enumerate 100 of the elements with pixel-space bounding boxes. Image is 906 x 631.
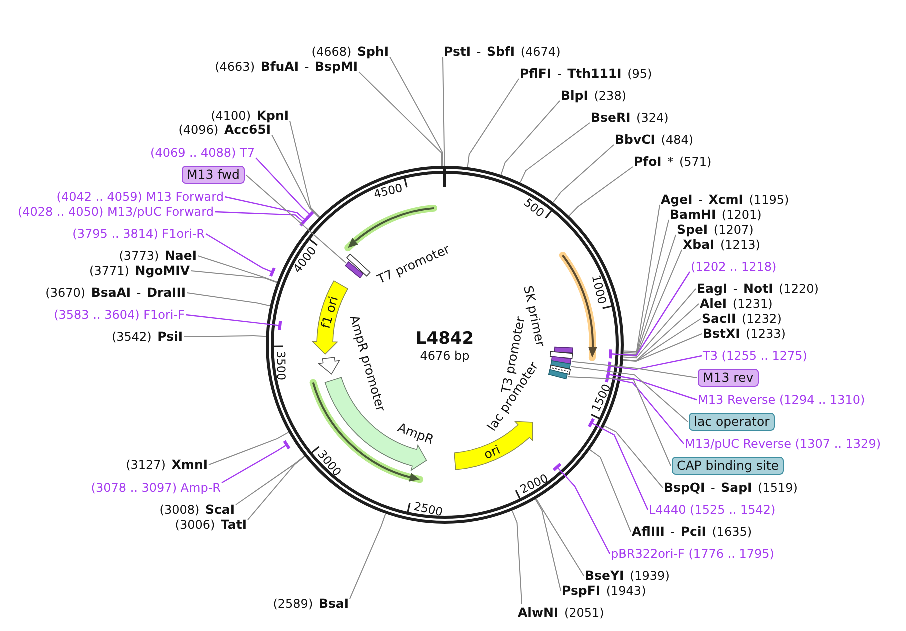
enzyme-site-label: XbaI (1213) <box>683 237 760 253</box>
primer-label: (4069 .. 4088) T7 <box>150 145 255 161</box>
enzyme-site-label: BseRI (324) <box>591 110 669 126</box>
enzyme-site-label: BstXI (1233) <box>703 326 786 342</box>
leader-line <box>442 56 446 166</box>
leader-line <box>350 513 386 600</box>
enzyme-site-label: (3006) TatI <box>175 517 247 533</box>
enzyme-site-label: SacII (1232) <box>702 311 782 327</box>
feature-bar <box>550 351 574 360</box>
leader-line <box>622 304 700 362</box>
leader-line <box>198 256 278 283</box>
enzyme-site-label: AleI (1231) <box>700 296 773 312</box>
leader-line <box>622 334 702 362</box>
feature-bar <box>554 346 574 354</box>
leader-line <box>623 220 670 354</box>
feature-bar <box>344 262 364 279</box>
gene-feature: f1 ori <box>312 280 348 355</box>
enzyme-site-label: (3127) XmnI <box>126 457 208 473</box>
leader-line <box>588 418 649 510</box>
feature-bar <box>346 254 371 277</box>
enzyme-site-label: AlwNI (2051) <box>518 605 604 621</box>
leader-line <box>256 158 315 220</box>
feature-tag: CAP binding site <box>672 457 784 475</box>
leader-line <box>568 166 634 217</box>
leader-line <box>520 122 590 184</box>
primer-label: pBR322ori-F (1776 .. 1795) <box>611 546 774 562</box>
enzyme-site-label: (3008) ScaI <box>160 502 235 518</box>
enzyme-site-label: BamHI (1201) <box>670 207 762 223</box>
enzyme-site-label: (2589) BsaI <box>273 596 349 612</box>
enzyme-site-label: SpeI (1207) <box>677 222 754 238</box>
scale-label: 500 <box>521 196 548 220</box>
primer-label: M13 Reverse (1294 .. 1310) <box>698 392 866 408</box>
enzyme-site-label: PstI - SbfI (4674) <box>444 44 561 60</box>
leader-line <box>623 204 660 352</box>
leader-line <box>358 72 442 167</box>
leader-line <box>272 134 320 218</box>
primer-label: M13/pUC Reverse (1307 .. 1329) <box>685 436 882 452</box>
scale-label: 3500 <box>274 351 288 381</box>
leader-line <box>605 372 684 444</box>
feature-tag: lac operator <box>689 413 775 431</box>
enzyme-site-label: (3771) NgoMIV <box>90 263 190 279</box>
leader-line <box>622 318 702 362</box>
scale-label: 1000 <box>589 274 610 306</box>
feature-tag: M13 fwd <box>182 166 245 184</box>
leader-line <box>224 196 310 226</box>
leader-line <box>567 376 672 466</box>
enzyme-site-label: BseYI (1939) <box>585 568 670 584</box>
leader-line <box>246 174 347 264</box>
primer-label: T3 (1255 .. 1275) <box>703 348 808 364</box>
leader-line <box>608 355 702 372</box>
plasmid-backbone <box>266 166 624 524</box>
leader-line <box>236 456 306 506</box>
scale-label: 2500 <box>412 499 444 520</box>
primer-label: (4042 .. 4059) M13 Forward <box>56 189 224 205</box>
leader-line <box>222 440 291 484</box>
leader-line <box>184 335 267 338</box>
primer-label: (4028 .. 4050) M13/pUC Forward <box>18 204 214 220</box>
feature-label: AmpR <box>396 420 436 448</box>
feature-bar <box>548 369 568 380</box>
enzyme-site-label: (4096) Acc65I <box>178 122 271 138</box>
enzyme-site-label: PfoI* (571) <box>634 154 712 170</box>
leader-line <box>390 56 444 166</box>
enzyme-site-label: (3542) PsiI <box>112 329 183 345</box>
leader-line <box>536 498 584 576</box>
primer-label: (3583 .. 3604) F1ori-F <box>54 307 185 323</box>
enzyme-site-label: BspQI - SapI (1519) <box>664 480 798 496</box>
plasmid-name: L4842 <box>416 329 474 349</box>
enzyme-site-label: PspFI (1943) <box>562 583 646 599</box>
leader-line <box>467 78 520 168</box>
leader-line <box>186 292 271 307</box>
plasmid-size: 4676 bp <box>420 349 470 364</box>
leader-line <box>570 366 688 422</box>
enzyme-site-label: (4668) SphI <box>312 44 389 60</box>
leader-line <box>623 234 676 356</box>
leader-line <box>609 272 690 360</box>
enzyme-site-label: BlpI (238) <box>561 88 627 104</box>
enzyme-site-label: AgeI - XcmI (1195) <box>661 192 790 208</box>
primer-label: L4440 (1525 .. 1542) <box>649 502 776 518</box>
enzyme-site-label: (3773) NaeI <box>119 248 197 264</box>
leader-line <box>590 449 632 532</box>
leader-line <box>248 456 306 520</box>
enzyme-site-label: (3670) BsaAI - DraIII <box>46 285 186 301</box>
leader-line <box>606 368 698 401</box>
leader-line <box>290 120 320 218</box>
leader-line <box>190 270 278 284</box>
primer-label: (1202 .. 1218) <box>691 259 777 275</box>
feature-tag: M13 rev <box>698 369 759 387</box>
primer-label: (3795 .. 3814) F1ori-R <box>72 226 205 242</box>
enzyme-site-label: EagI - NotI (1220) <box>697 281 819 297</box>
leader-line <box>206 233 276 278</box>
enzyme-site-label: (4663) BfuAI - BspMI <box>215 59 358 75</box>
scale-label: 1500 <box>588 382 614 414</box>
enzyme-site-label: PflFI - Tth111I (95) <box>520 66 652 82</box>
leader-line <box>552 462 611 554</box>
leader-line <box>571 361 698 378</box>
leader-line <box>512 510 522 604</box>
enzyme-site-label: (4100) KpnI <box>211 108 289 124</box>
leader-line <box>623 288 696 359</box>
enzyme-site-label: AflIII - PciI (1635) <box>632 524 752 540</box>
gene-feature <box>318 357 340 375</box>
